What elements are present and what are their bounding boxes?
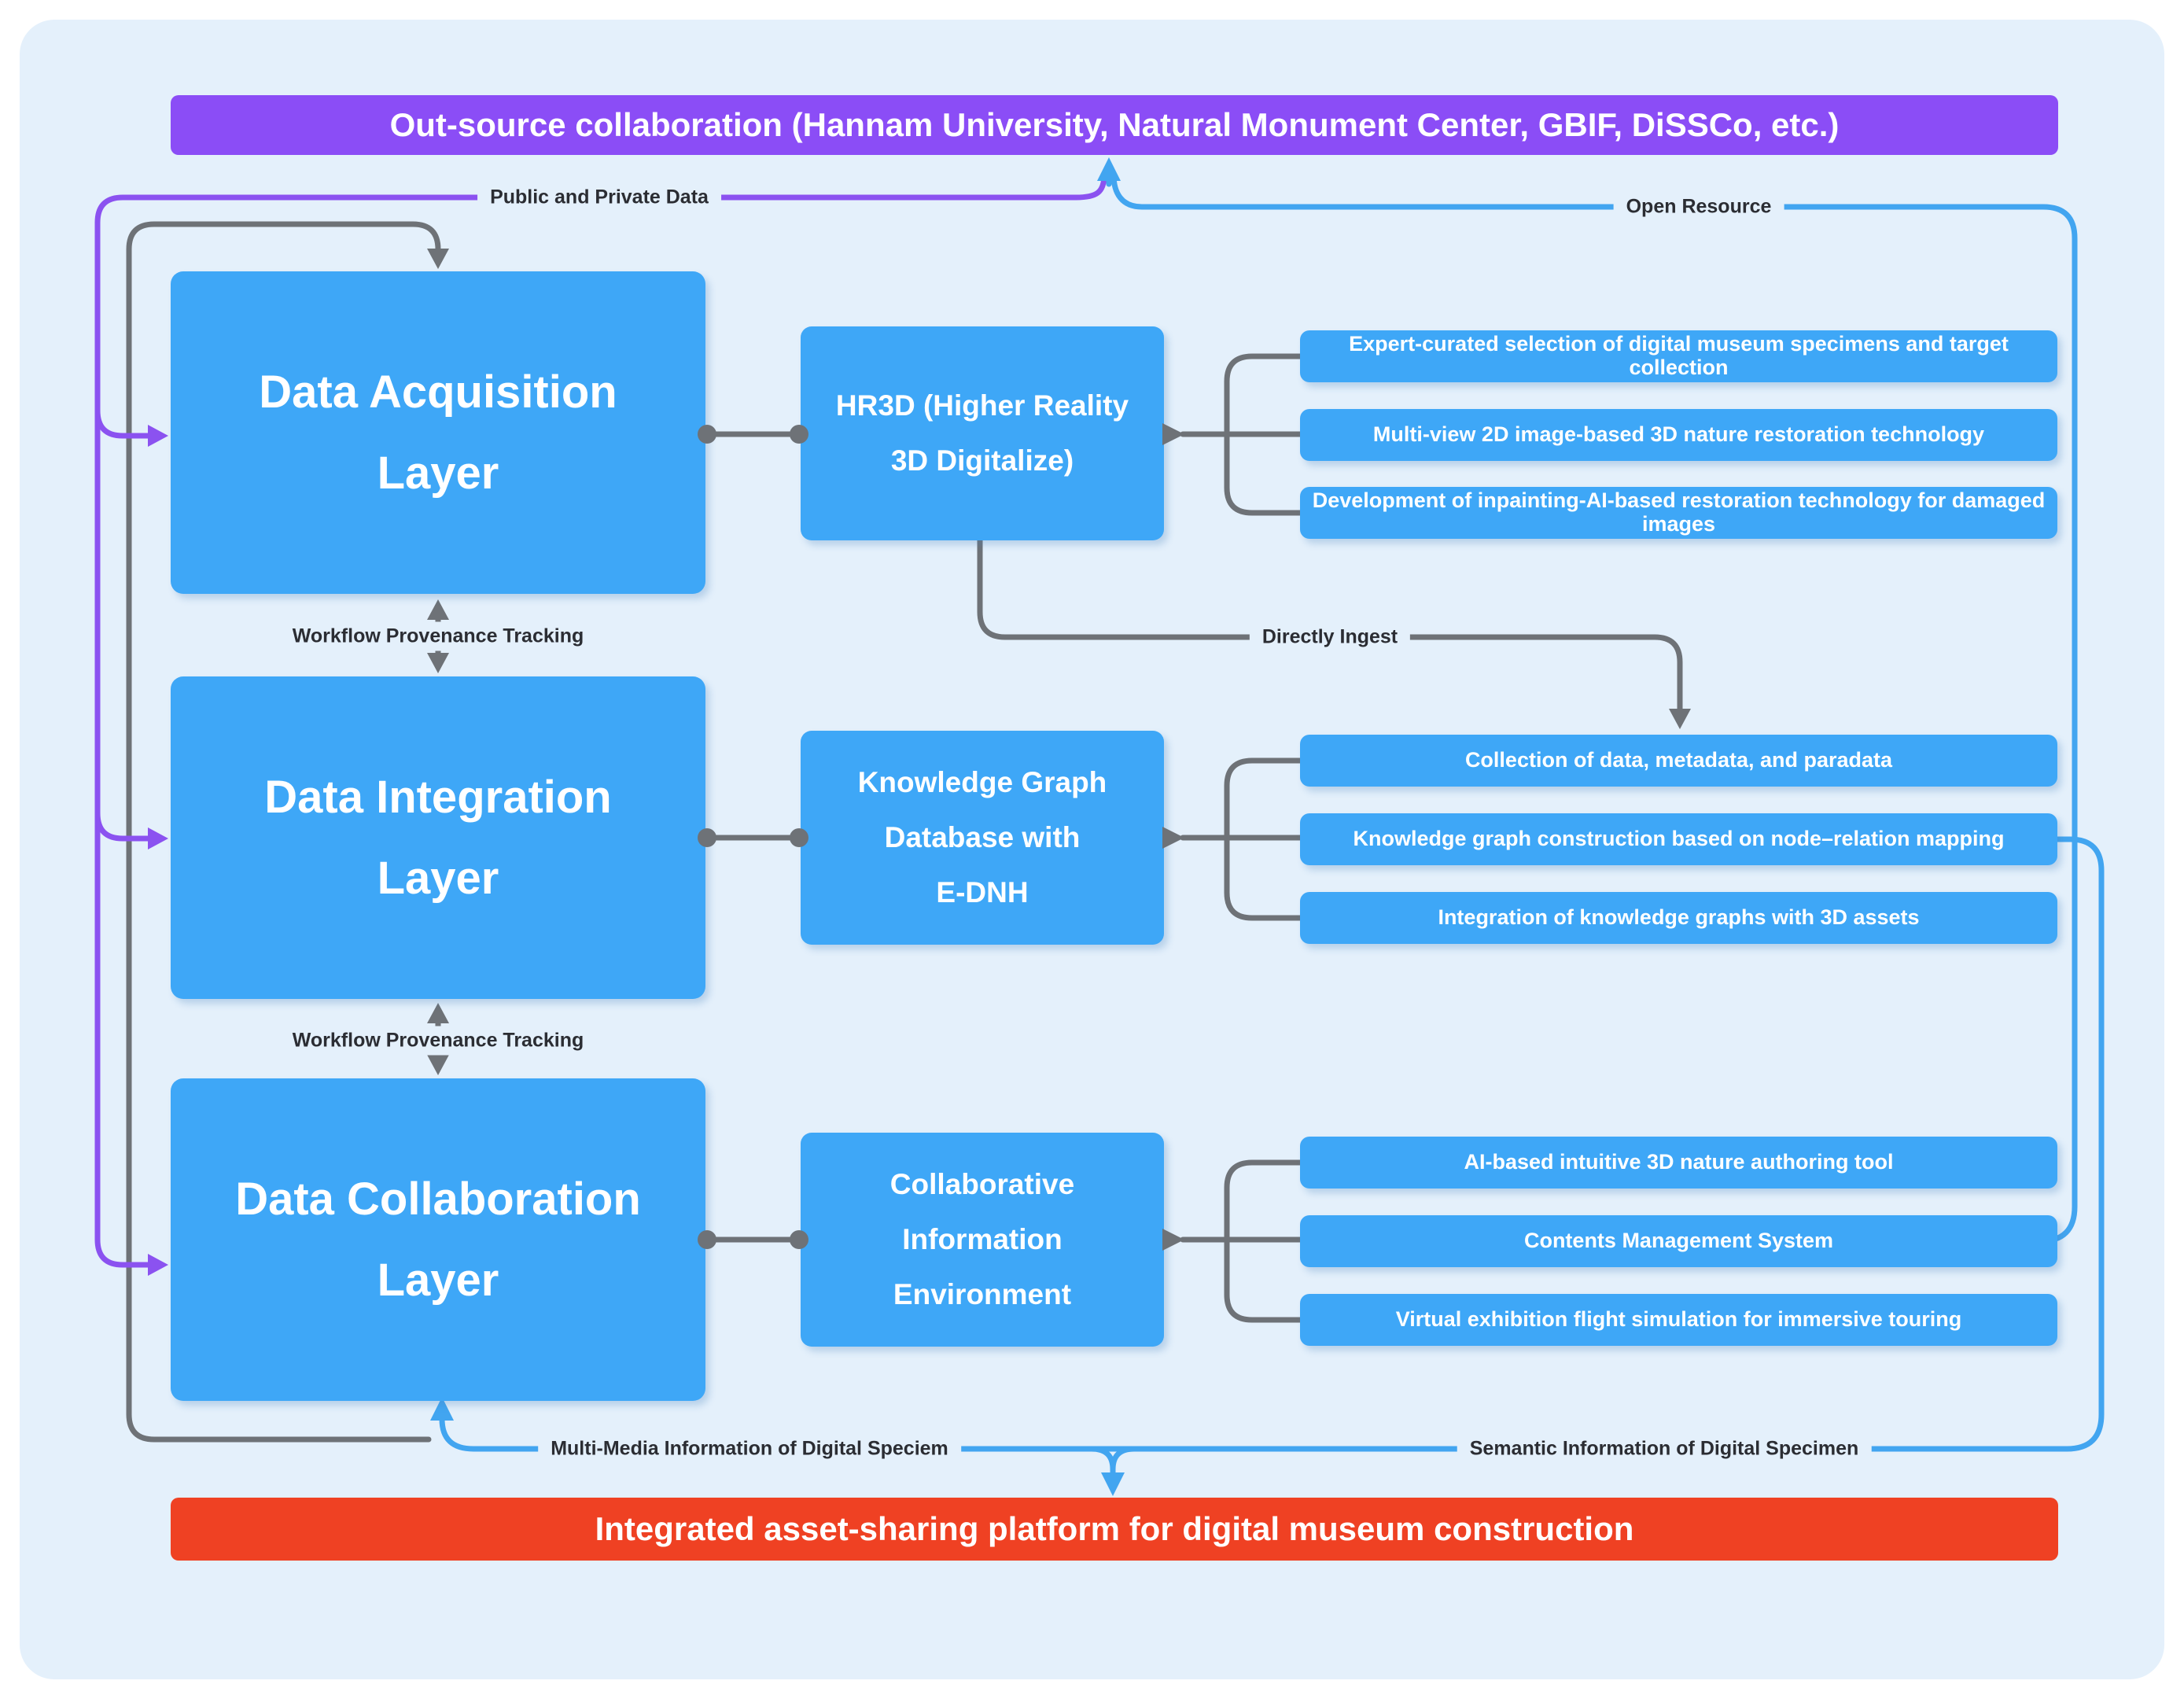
item-inpainting-ai-restoration: Development of inpainting-AI-based resto… <box>1300 487 2057 539</box>
integrated-platform-banner: Integrated asset-sharing platform for di… <box>171 1498 2058 1561</box>
item-multiview-2d-restoration: Multi-view 2D image-based 3D nature rest… <box>1300 409 2057 461</box>
layer-title-line: Layer <box>377 448 499 499</box>
item-label: Knowledge graph construction based on no… <box>1353 827 2005 851</box>
edge-label-multimedia-information: Multi-Media Information of Digital Speci… <box>538 1434 961 1464</box>
item-knowledge-graph-construction: Knowledge graph construction based on no… <box>1300 813 2057 865</box>
outsource-collaboration-label: Out-source collaboration (Hannam Univers… <box>389 106 1840 143</box>
outsource-collaboration-banner: Out-source collaboration (Hannam Univers… <box>171 95 2058 155</box>
item-label: Virtual exhibition flight simulation for… <box>1395 1307 1962 1332</box>
edge-label-workflow-provenance-1: Workflow Provenance Tracking <box>279 621 597 651</box>
layer-title-line: Layer <box>377 853 499 904</box>
item-label: AI-based intuitive 3D nature authoring t… <box>1464 1150 1894 1174</box>
layer-title-line: Layer <box>377 1255 499 1306</box>
knowledge-graph-hub-box: Knowledge Graph Database with E-DNH <box>801 731 1164 945</box>
edge-label-workflow-provenance-2: Workflow Provenance Tracking <box>279 1026 597 1056</box>
item-label: Development of inpainting-AI-based resto… <box>1312 488 2046 536</box>
hub-title-line: Information <box>902 1222 1063 1255</box>
hub-title-line: Knowledge Graph <box>857 765 1107 798</box>
hub-title-line: HR3D (Higher Reality <box>835 389 1129 422</box>
integrated-platform-label: Integrated asset-sharing platform for di… <box>595 1510 1634 1547</box>
item-label: Collection of data, metadata, and parada… <box>1464 748 1893 772</box>
hr3d-hub-box: HR3D (Higher Reality 3D Digitalize) <box>801 326 1164 540</box>
item-collection-data-metadata: Collection of data, metadata, and parada… <box>1300 735 2057 787</box>
edge-label-open-resource: Open Resource <box>1613 192 1784 222</box>
edge-label-directly-ingest: Directly Ingest <box>1249 622 1411 652</box>
item-ai-authoring-tool: AI-based intuitive 3D nature authoring t… <box>1300 1137 2057 1189</box>
hub-title-line: E-DNH <box>936 876 1029 909</box>
data-acquisition-layer-box: Data Acquisition Layer <box>171 271 705 594</box>
data-collaboration-layer-box: Data Collaboration Layer <box>171 1078 705 1401</box>
edge-label-semantic-information: Semantic Information of Digital Specimen <box>1457 1434 1872 1464</box>
item-label: Multi-view 2D image-based 3D nature rest… <box>1372 422 1985 447</box>
item-label: Expert-curated selection of digital muse… <box>1349 332 2009 379</box>
item-label: Integration of knowledge graphs with 3D … <box>1438 905 1920 930</box>
layer-title-line: Data Collaboration <box>235 1173 641 1225</box>
edge-label-public-private-data: Public and Private Data <box>477 182 721 212</box>
hub-title-line: Database with <box>884 820 1081 853</box>
hub-title-line: 3D Digitalize) <box>890 444 1074 477</box>
layer-title-line: Data Integration <box>264 771 612 823</box>
data-integration-layer-box: Data Integration Layer <box>171 676 705 999</box>
item-label: Contents Management System <box>1523 1229 1834 1253</box>
item-virtual-exhibition-flight: Virtual exhibition flight simulation for… <box>1300 1294 2057 1346</box>
hub-title-line: Collaborative <box>889 1167 1075 1200</box>
collaborative-environment-hub-box: Collaborative Information Environment <box>801 1133 1164 1347</box>
item-contents-management-system: Contents Management System <box>1300 1215 2057 1267</box>
item-integration-kg-3d-assets: Integration of knowledge graphs with 3D … <box>1300 892 2057 944</box>
layer-title-line: Data Acquisition <box>259 366 617 418</box>
hub-title-line: Environment <box>893 1278 1072 1311</box>
item-expert-curated-selection: Expert-curated selection of digital muse… <box>1300 330 2057 382</box>
